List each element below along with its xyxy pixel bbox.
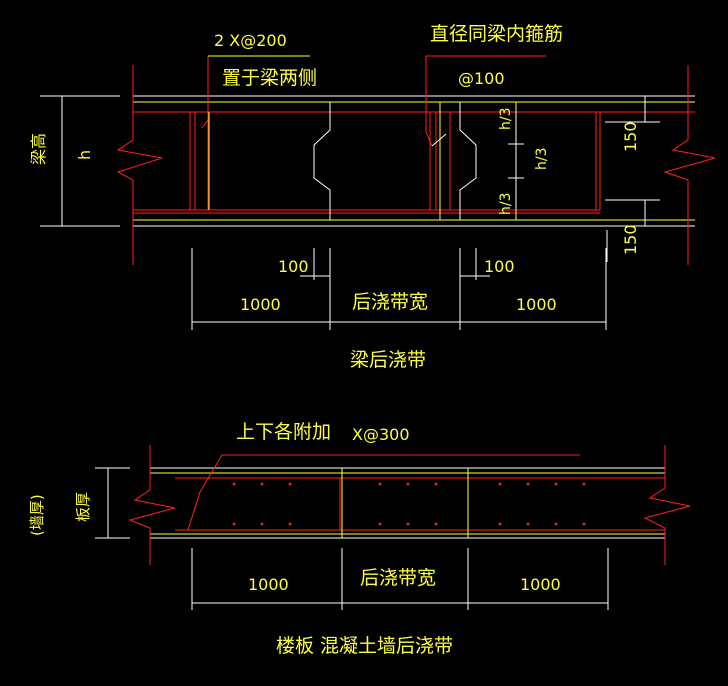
rebar-dot	[498, 522, 502, 526]
rebar-dot	[260, 482, 264, 486]
rebar-dot	[260, 522, 264, 526]
rebar-dot	[378, 482, 382, 486]
slab-rebar-dots	[232, 482, 586, 526]
beam-break-left	[116, 65, 163, 265]
rebar-dot	[582, 482, 586, 486]
beam-stirrup-left	[189, 111, 209, 211]
label-1000-right: 1000	[516, 295, 557, 314]
rebar-dot	[288, 482, 292, 486]
beam-break-right	[663, 65, 716, 265]
rebar-dot	[288, 522, 292, 526]
rebar-dot	[434, 522, 438, 526]
label-post-pour-width: 后浇带宽	[352, 291, 428, 313]
label-post-pour-width: 后浇带宽	[360, 567, 436, 589]
label-1000-right: 1000	[520, 575, 561, 594]
rebar-dot	[406, 522, 410, 526]
label-1000-left: 1000	[240, 295, 281, 314]
rebar-dot	[378, 522, 382, 526]
label-h3-upper: h/3	[498, 108, 514, 131]
slab-break-right	[643, 445, 691, 565]
slab-break-left	[128, 445, 176, 565]
label-slab-thickness: 板厚	[74, 492, 92, 522]
rebar-dot	[232, 522, 236, 526]
label-100-right: 100	[484, 257, 515, 276]
leader-right	[425, 55, 546, 147]
label-150-lower: 150	[621, 224, 640, 255]
label-beam-height: 梁高	[29, 133, 48, 165]
rebar-dot	[554, 482, 558, 486]
leader-right-diag	[431, 133, 447, 147]
label-100-left: 100	[278, 257, 309, 276]
label-2x200: 2 X@200	[214, 31, 287, 50]
label-x300: X@300	[352, 425, 410, 444]
beam-joint-right	[459, 102, 477, 220]
rebar-dot	[406, 482, 410, 486]
label-wall-thickness: (墙厚)	[28, 494, 46, 536]
label-150-upper: 150	[621, 121, 640, 152]
label-both-sides: 置于梁两侧	[222, 67, 317, 89]
beam-detail: 2 X@200 置于梁两侧 直径同梁内箍筋 @100 梁高 h h/3 h/3 …	[29, 23, 716, 371]
label-at100: @100	[458, 69, 505, 88]
slab-detail: 上下各附加 X@300 (墙厚) 板厚 1000 后浇带宽 1000 楼板 混凝…	[28, 421, 691, 657]
label-h: h	[75, 150, 94, 160]
label-h3-middle: h/3	[534, 148, 550, 171]
slab-detail-title: 楼板 混凝土墙后浇带	[276, 635, 453, 657]
rebar-dot	[232, 482, 236, 486]
slab-leader-hook	[187, 491, 201, 531]
label-h3-lower: h/3	[498, 193, 514, 216]
rebar-dot	[554, 522, 558, 526]
label-add-top-bottom: 上下各附加	[236, 421, 331, 443]
rebar-dot	[526, 482, 530, 486]
rebar-dot	[526, 522, 530, 526]
beam-joint-left	[313, 102, 331, 220]
label-stirrup-dia: 直径同梁内箍筋	[430, 23, 563, 45]
label-1000-left: 1000	[248, 575, 289, 594]
leader-left	[201, 56, 209, 129]
slab-leader	[199, 454, 580, 493]
rebar-dot	[498, 482, 502, 486]
rebar-dot	[582, 522, 586, 526]
beam-detail-title: 梁后浇带	[350, 349, 426, 371]
rebar-dot	[434, 482, 438, 486]
